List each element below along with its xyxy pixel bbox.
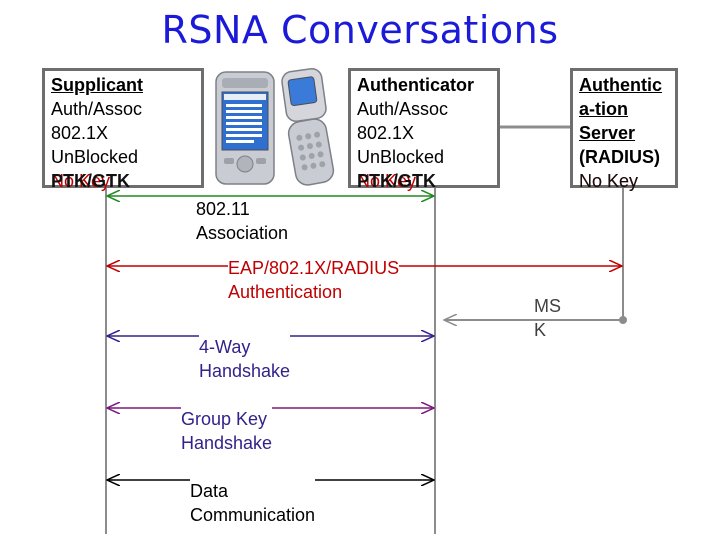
four-way-label-line-1: 4-Way [199,337,251,357]
supplicant-box: Supplicant Auth/Assoc 802.1X UnBlocked N… [42,68,204,191]
flip-phone-icon [281,68,335,186]
auth-server-key-state: No Key No Key [579,169,669,193]
association-label-line-2: Association [196,223,289,243]
auth-server-heading-1: Authentic [579,75,662,95]
four-way-label-line-2: Handshake [199,361,291,381]
authenticator-line-1: Auth/Assoc [357,99,449,119]
eap-label-line-2: Authentication [228,282,343,302]
group-key-label-line-1: Group Key [181,409,268,429]
msk-label-line-2: K [534,320,547,340]
eap-label: EAP/802.1X/RADIUS Authentication [228,256,400,304]
four-way-label: 4-Way Handshake [199,335,291,383]
association-label: 802.11 Association [196,197,289,245]
authenticator-line-2: 802.1X [357,123,415,143]
authenticator-state-after: PTK/GTK [357,171,436,191]
group-key-label: Group Key Handshake [181,407,273,455]
authenticator-key-state: No Key PTK/GTK [357,169,491,193]
msk-label-line-1: MS [534,296,561,316]
authenticator-state-before: No Key [357,171,417,191]
auth-server-state-after: No Key [579,171,639,191]
auth-server-box: Authentic a-tion Server (RADIUS) No Key … [570,68,678,191]
msk-label: MS K [534,294,564,342]
auth-server-line-1: Server [579,123,636,143]
supplicant-heading: Supplicant [51,75,144,95]
auth-server-line-2: (RADIUS) [579,147,660,167]
auth-server-heading-2: a-tion [579,99,628,119]
pda-phone-icon [215,71,275,185]
supplicant-state-after: PTK/GTK [51,171,130,191]
association-label-line-1: 802.11 [196,199,250,219]
phones-illustration [208,68,342,188]
eap-label-line-1: EAP/802.1X/RADIUS [228,258,400,278]
msk-origin-dot [619,316,627,324]
data-label-line-2: Communication [190,505,316,525]
authenticator-box: Authenticator Auth/Assoc 802.1X UnBlocke… [348,68,500,191]
auth-server-state-before: No Key [579,171,639,191]
data-label: Data Communication [190,479,316,527]
group-key-label-line-2: Handshake [181,433,273,453]
data-label-line-1: Data [190,481,229,501]
authenticator-line-3: UnBlocked [357,147,445,167]
authenticator-heading: Authenticator [357,75,474,95]
supplicant-line-3: UnBlocked [51,147,139,167]
page-title: RSNA Conversations [161,8,559,52]
supplicant-line-2: 802.1X [51,123,109,143]
supplicant-line-1: Auth/Assoc [51,99,143,119]
supplicant-key-state: No Key PTK/GTK [51,169,195,193]
supplicant-state-before: No Key [51,171,111,191]
